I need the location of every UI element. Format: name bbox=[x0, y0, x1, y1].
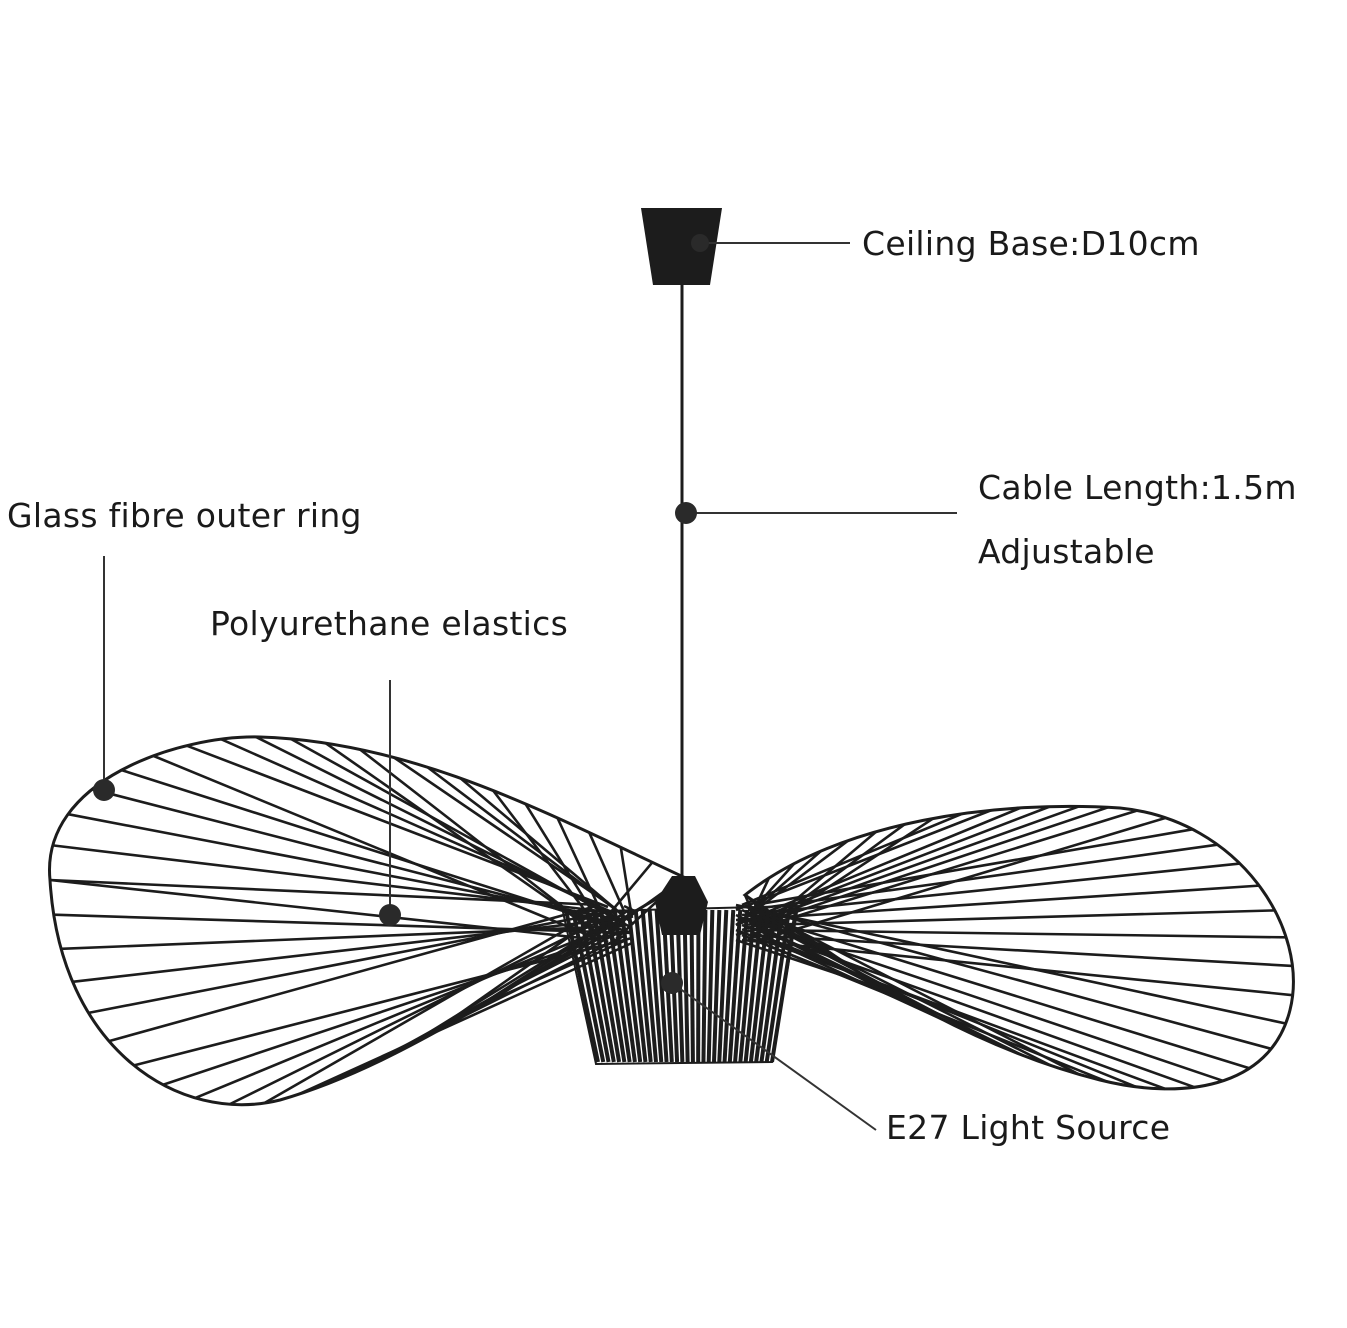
shade-slat bbox=[633, 909, 653, 1063]
shade-slat bbox=[682, 909, 690, 1063]
brim-spoke bbox=[492, 789, 602, 931]
brim-spoke bbox=[263, 908, 601, 1105]
brim-spoke bbox=[324, 741, 601, 937]
shade-slat bbox=[722, 909, 736, 1063]
elastics-label: Polyurethane elastics bbox=[210, 604, 569, 643]
shade-slat bbox=[564, 909, 600, 1063]
brim-spoke bbox=[747, 805, 1080, 927]
shade-slat bbox=[717, 909, 729, 1063]
brim-spoke bbox=[753, 913, 1250, 1070]
brim-spoke bbox=[735, 809, 992, 912]
shade-slat bbox=[706, 909, 715, 1063]
brim-spoke bbox=[619, 847, 634, 919]
shade-slat bbox=[759, 909, 785, 1063]
shade-slat bbox=[764, 909, 792, 1063]
callout-line-light-source bbox=[671, 982, 877, 1131]
brim-spoke bbox=[393, 756, 617, 911]
brim-spoke bbox=[49, 878, 601, 942]
shade-slat bbox=[743, 909, 764, 1063]
brim-spoke bbox=[194, 922, 617, 1100]
cable-adjustable-label: Adjustable bbox=[978, 532, 1155, 571]
brim-spoke bbox=[162, 929, 625, 1086]
brim-spoke bbox=[759, 933, 1137, 1088]
shade-slat bbox=[584, 909, 616, 1063]
left-brim bbox=[49, 735, 685, 1106]
brim-spoke bbox=[133, 936, 633, 1067]
brim-spoke bbox=[588, 831, 626, 912]
brim-spoke bbox=[152, 754, 601, 942]
shade-slat bbox=[619, 909, 643, 1063]
brim-spoke bbox=[297, 941, 633, 1096]
shade-slat bbox=[738, 909, 757, 1063]
brim-spoke bbox=[735, 884, 1260, 922]
outer-ring-label: Glass fibre outer ring bbox=[7, 496, 362, 535]
light-source-label: E27 Light Source bbox=[886, 1108, 1171, 1147]
cable-length-label: Cable Length:1.5m bbox=[978, 468, 1297, 507]
central-shade bbox=[564, 909, 798, 1063]
brim-spoke bbox=[759, 909, 1275, 927]
shade-slat bbox=[626, 909, 648, 1063]
brim-spoke bbox=[108, 903, 601, 1043]
shade-slat bbox=[598, 909, 627, 1063]
brim-spoke bbox=[121, 768, 633, 935]
brim-spoke bbox=[459, 777, 633, 924]
shade-slat bbox=[754, 909, 778, 1063]
brim-spoke bbox=[759, 908, 1272, 1051]
shade-slat bbox=[733, 909, 750, 1063]
callout-dot-ceiling bbox=[691, 234, 709, 252]
brim-spoke bbox=[53, 913, 633, 935]
shade-slat bbox=[689, 909, 695, 1063]
shade-slat bbox=[605, 909, 632, 1063]
brim-spoke bbox=[741, 862, 1240, 917]
callout-dot-elastics bbox=[379, 904, 401, 926]
socket-hub bbox=[655, 876, 708, 935]
brim-spoke bbox=[747, 843, 1218, 912]
shade-slat bbox=[727, 909, 743, 1063]
shade-slat bbox=[612, 909, 637, 1063]
brim-spoke bbox=[229, 915, 609, 1106]
shade-slat bbox=[571, 909, 606, 1063]
callout-dot-outer-ring bbox=[93, 779, 115, 801]
shade-slat bbox=[577, 909, 611, 1063]
brim-spoke bbox=[753, 828, 1193, 907]
shade-slat bbox=[712, 909, 722, 1063]
ceiling-base-label: Ceiling Base:D10cm bbox=[862, 224, 1200, 263]
callout-dot-light-source bbox=[661, 972, 683, 994]
brim-spoke bbox=[741, 812, 963, 907]
shade-slat bbox=[647, 909, 664, 1063]
central-shade-outline bbox=[561, 904, 800, 1066]
shade-slat bbox=[640, 909, 658, 1063]
glass-fibre-outer-ring-right bbox=[742, 804, 1295, 1091]
shade-slat bbox=[701, 909, 708, 1063]
shade-slat bbox=[591, 909, 622, 1063]
brim-spoke bbox=[735, 903, 1286, 1025]
callout-dot-cable bbox=[675, 502, 697, 524]
shade-slat bbox=[748, 909, 771, 1063]
brim-spoke bbox=[741, 923, 1195, 1089]
ceiling-base bbox=[641, 208, 722, 285]
